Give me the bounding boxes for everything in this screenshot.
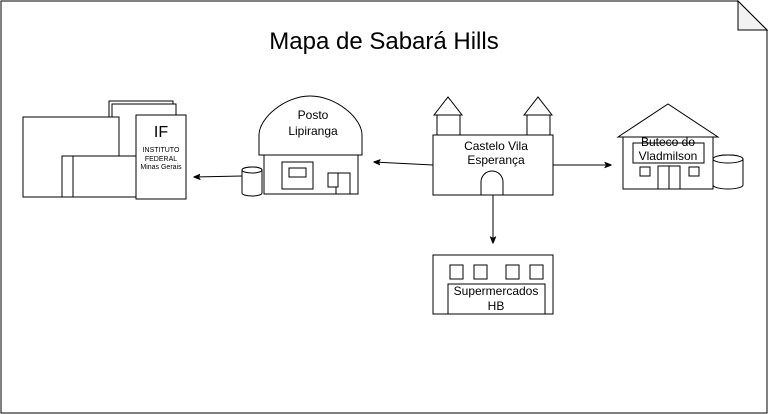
castelo-vila-esperanca[interactable]: Castelo Vila Esperança — [432, 96, 554, 196]
buteco-do-vladmilson[interactable]: Buteco do Vladmilson — [616, 103, 744, 190]
supermercados-label-line2: HB — [488, 299, 505, 313]
castelo-gate — [480, 170, 504, 196]
supermercados-label-line1: Supermercados — [454, 284, 539, 298]
if-label-line3: Minas Gerais — [140, 164, 182, 171]
map-title: Mapa de Sabará Hills — [269, 28, 498, 55]
arrow-castelo-to-posto — [374, 162, 434, 165]
castelo-label-line1: Castelo Vila — [464, 139, 528, 153]
buteco-sign — [632, 142, 705, 164]
posto-door-panel — [327, 172, 339, 188]
arrow-posto-to-if — [194, 176, 243, 177]
castelo-label-line2: Esperança — [467, 153, 525, 167]
page-fold-corner — [737, 0, 768, 31]
supermercados-window-3 — [505, 264, 520, 280]
castelo-right-tower — [526, 114, 551, 136]
posto-label-line1: Posto — [298, 108, 329, 122]
if-building[interactable]: IF INSTITUTO FEDERAL Minas Gerais — [22, 100, 187, 200]
if-label-line1: INSTITUTO — [143, 147, 180, 154]
posto-label-line2: Lipiranga — [288, 124, 338, 138]
if-label-line2: FEDERAL — [145, 156, 177, 163]
supermercados-window-1 — [449, 264, 464, 280]
castelo-left-tower — [436, 114, 461, 136]
if-sign-board — [135, 114, 187, 200]
buteco-window-right — [688, 166, 700, 177]
supermercados-window-4 — [529, 264, 544, 280]
supermercados-hb[interactable]: Supermercados HB — [432, 254, 554, 315]
buteco-barrel-top — [712, 154, 744, 164]
supermercados-sign — [447, 283, 546, 315]
buteco-label-line2: Vladmilson — [639, 149, 698, 163]
supermercados-window-2 — [473, 264, 488, 280]
posto-lipiranga[interactable]: Posto Lipiranga — [241, 95, 363, 197]
posto-pump-display — [288, 167, 307, 178]
buteco-label-line1: Buteco do — [641, 135, 695, 149]
buteco-window-left — [639, 166, 651, 177]
if-logo-text: IF — [154, 124, 168, 141]
posto-dome — [258, 95, 363, 156]
posto-tank-top — [241, 166, 263, 174]
